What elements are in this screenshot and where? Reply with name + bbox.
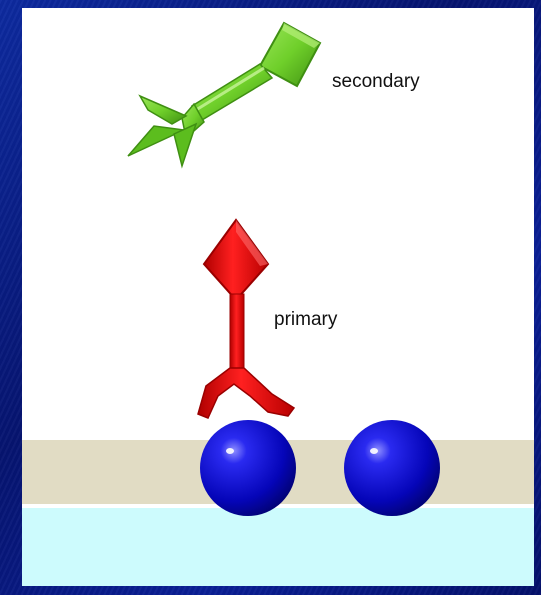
primary-label: primary [274, 309, 338, 330]
diagram-panel: secondary primary [22, 8, 534, 586]
secondary-label: secondary [332, 71, 420, 92]
antigen-right [344, 420, 440, 516]
antigen-left [200, 420, 296, 516]
diagram-art [127, 21, 440, 516]
primary-antibody [197, 218, 296, 419]
substrate-layer [22, 508, 534, 586]
secondary-antibody [127, 21, 322, 169]
